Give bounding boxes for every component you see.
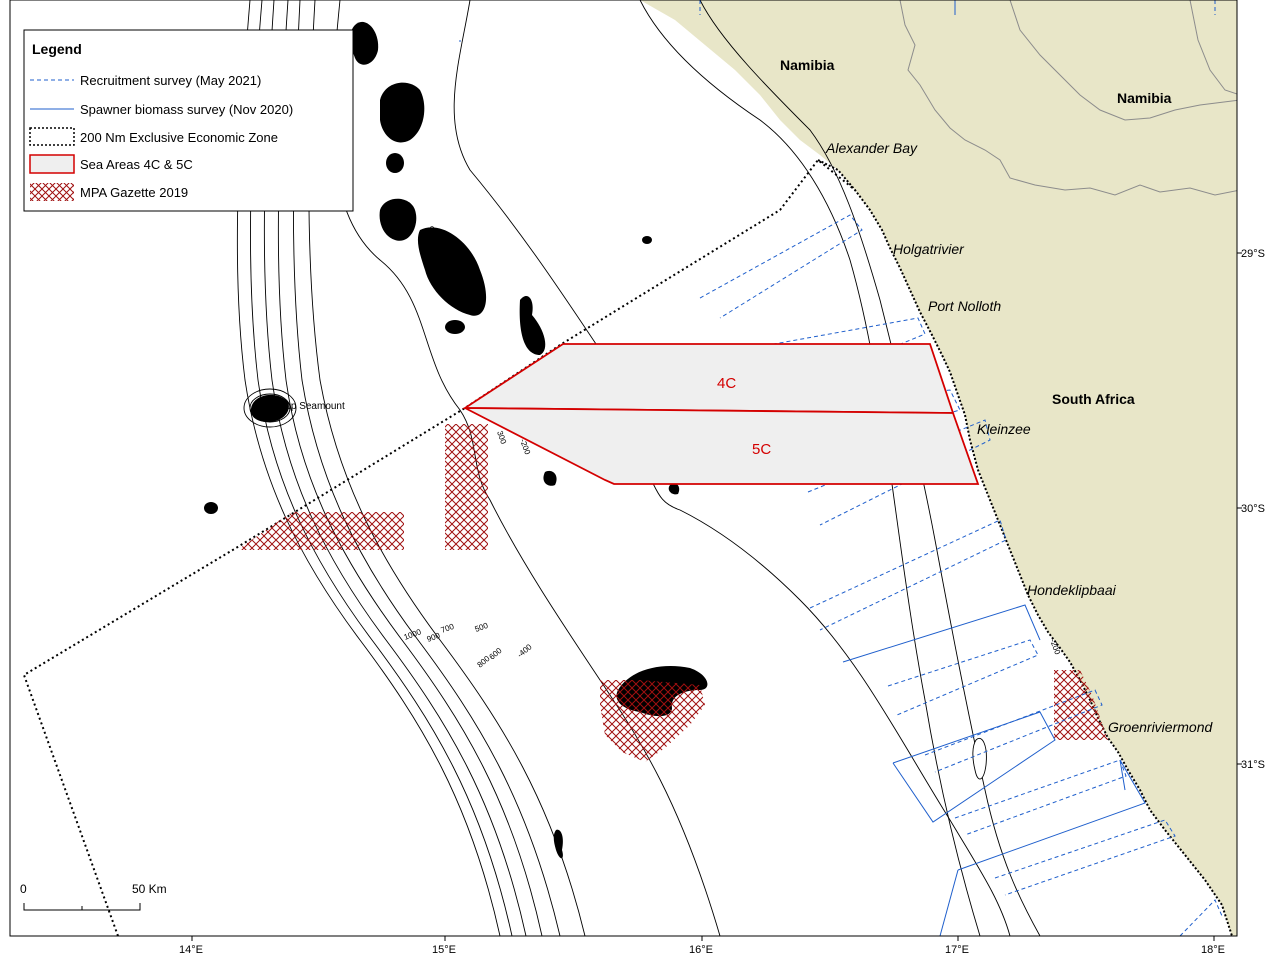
place-namibia-1: Namibia (780, 57, 835, 73)
place-namibia-2: Namibia (1117, 90, 1172, 106)
sea-area-5c (464, 407, 980, 485)
y-tick-30: 30°S (1241, 503, 1265, 515)
place-south-africa: South Africa (1052, 391, 1135, 407)
contour-label-400: -400 (516, 642, 534, 660)
legend-swatch-sea-areas (29, 154, 75, 174)
area-label-5c: 5C (752, 441, 771, 458)
contour-label-700: 700 (440, 622, 456, 635)
river-line-2 (1189, 0, 1237, 95)
place-alexander-bay: Alexander Bay (825, 140, 918, 156)
legend-label-spawner: Spawner biomass survey (Nov 2020) (80, 102, 293, 117)
scale-bar (23, 903, 141, 911)
legend-label-sea-areas: Sea Areas 4C & 5C (80, 157, 193, 172)
legend-label-mpa: MPA Gazette 2019 (80, 185, 188, 200)
legend-box (23, 29, 354, 212)
place-tripp-seamount: Tripp Seamount (274, 401, 345, 412)
scale-fifty: 50 Km (132, 882, 167, 896)
area-label-4c: 4C (717, 375, 736, 392)
legend-swatch-eez (29, 127, 75, 146)
place-holgatrivier: Holgatrivier (893, 241, 965, 257)
legend-label-recruitment: Recruitment survey (May 2021) (80, 73, 261, 88)
legend-label-eez: 200 Nm Exclusive Economic Zone (80, 130, 278, 145)
land-area (640, 0, 1237, 936)
x-tick-18: 18°E (1201, 944, 1225, 956)
x-tick-15: 15°E (432, 944, 456, 956)
x-tick-16: 16°E (689, 944, 713, 956)
mpa-areas (240, 424, 1108, 762)
place-port-nolloth: Port Nolloth (928, 298, 1001, 314)
scale-zero: 0 (20, 882, 27, 896)
coastline (817, 159, 1233, 936)
contour-label-900: 900 (426, 631, 442, 644)
tripp-seamount-contours (243, 388, 297, 428)
small-island (972, 738, 987, 780)
x-tick-17: 17°E (945, 944, 969, 956)
contour-label-1000: 1000 (403, 627, 423, 642)
place-hondeklipbaai: Hondeklipbaai (1027, 582, 1117, 598)
legend-swatch-mpa (30, 183, 74, 201)
spawner-survey-lines (842, 0, 1146, 936)
legend: Legend Recruitment survey (May 2021) Spa… (23, 29, 354, 212)
y-tick-31: 31°S (1241, 759, 1265, 771)
y-tick-29: 29°S (1241, 248, 1265, 260)
place-groenriviermond: Groenriviermond (1108, 719, 1213, 735)
contour-label-500: 500 (474, 621, 490, 634)
x-tick-14: 14°E (179, 944, 203, 956)
sea-areas (462, 343, 980, 485)
contour-label-300: 300 (495, 430, 508, 446)
river-line (899, 0, 1237, 196)
place-kleinzee: Kleinzee (977, 421, 1031, 437)
border-line (1009, 0, 1237, 121)
legend-title: Legend (32, 41, 82, 57)
map-frame (9, 0, 1238, 937)
tick-marks (191, 252, 1242, 941)
